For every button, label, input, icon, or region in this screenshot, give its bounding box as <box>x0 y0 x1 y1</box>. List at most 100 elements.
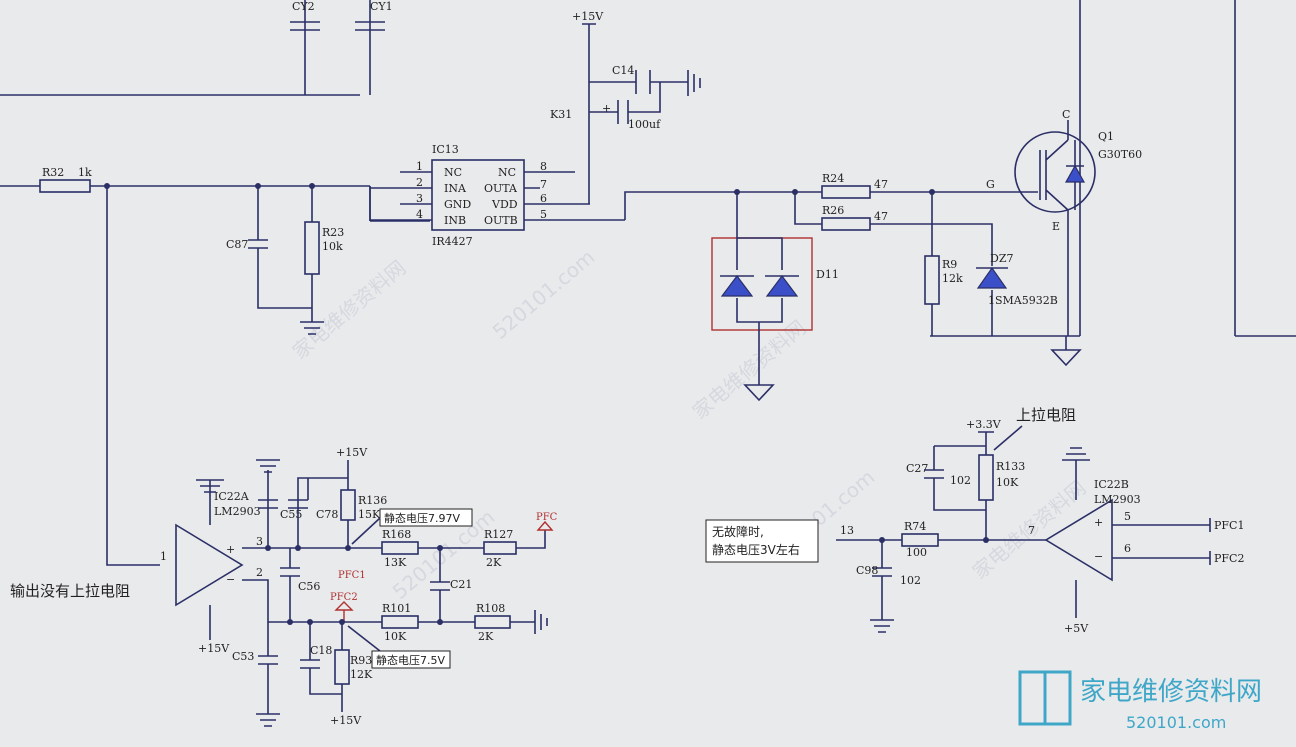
r23-resistor <box>304 221 320 275</box>
r9-resistor <box>924 255 940 305</box>
brand-logo: 家电维修资料网 520101.com <box>1018 670 1262 732</box>
r26-resistor <box>821 217 871 231</box>
lm2903b-label: LM2903 <box>1094 493 1141 506</box>
r168-label: R168 <box>382 528 411 541</box>
r24-resistor <box>821 185 871 199</box>
pin-num: 7 <box>1028 524 1035 537</box>
igbt-q1 <box>1014 131 1096 213</box>
r127-label: R127 <box>484 528 513 541</box>
annotation-7-5v: 静态电压7.5V <box>376 653 445 667</box>
dz7-label: DZ7 <box>990 252 1013 265</box>
pin-num: 8 <box>540 160 547 173</box>
lm2903a-label: LM2903 <box>214 505 261 518</box>
annotation-no-pullup: 输出没有上拉电阻 <box>10 582 130 600</box>
pfc2-label: PFC2 <box>330 592 358 603</box>
pin-num: 5 <box>1124 510 1131 523</box>
emitter-label: E <box>1052 220 1060 233</box>
r24-value: 47 <box>874 178 888 191</box>
pin-num: 7 <box>540 178 547 191</box>
r136-value: 15K <box>358 508 381 521</box>
v15-bot2-label: +15V <box>330 714 362 727</box>
plus-sign: + <box>1094 516 1103 529</box>
v15-top-label: +15V <box>572 10 604 23</box>
pin-num: 1 <box>160 550 167 563</box>
c87-label: C87 <box>226 238 248 251</box>
brand-url: 520101.com <box>1126 713 1226 732</box>
r26-value: 47 <box>874 210 888 223</box>
r26-label: R26 <box>822 204 844 217</box>
pfc1-label: PFC1 <box>338 570 366 581</box>
c98-value: 102 <box>900 574 921 587</box>
minus-sign: − <box>226 573 235 586</box>
d11-label: D11 <box>816 268 839 281</box>
r93-resistor <box>334 649 350 685</box>
ic13-label: IC13 <box>432 143 459 156</box>
minus-sign: − <box>1094 550 1103 563</box>
r108-label: R108 <box>476 602 505 615</box>
r74-value: 100 <box>906 546 927 559</box>
v33-label: +3.3V <box>966 418 1002 431</box>
annotation-pullup: 上拉电阻 <box>1016 406 1076 424</box>
ic22b-label: IC22B <box>1094 478 1129 491</box>
plus-sign: + <box>226 543 235 556</box>
pin-num: 6 <box>1124 542 1131 555</box>
c27-label: C27 <box>906 462 928 475</box>
r101-value: 10K <box>384 630 407 643</box>
brand-name: 家电维修资料网 <box>1080 677 1262 707</box>
ic22a-opamp <box>175 523 244 607</box>
r9-label: R9 <box>942 258 957 271</box>
c53-label: C53 <box>232 650 254 663</box>
r32-resistor <box>39 179 91 193</box>
diode-icon <box>720 275 754 297</box>
r32-label: R32 <box>42 166 64 179</box>
r93-label: R93 <box>350 654 372 667</box>
pin-outb: OUTB <box>484 214 518 227</box>
r133-label: R133 <box>996 460 1025 473</box>
c55-label: C55 <box>280 508 302 521</box>
cy1-label: CY1 <box>370 0 393 13</box>
r108-value: 2K <box>478 630 494 643</box>
annotation-box <box>371 650 451 669</box>
annotation-no-fault-1: 无故障时, <box>712 524 764 539</box>
pin-nc1: NC <box>444 166 462 179</box>
annotation-no-fault-2: 静态电压3V左右 <box>712 542 800 557</box>
pin-num: 3 <box>256 535 263 548</box>
c78-label: C78 <box>316 508 338 521</box>
cy2-label: CY2 <box>292 0 315 13</box>
pin-num: 3 <box>416 192 423 205</box>
annotation-box <box>705 519 819 563</box>
annotation-box <box>379 508 473 527</box>
c27-value: 102 <box>950 474 971 487</box>
r101-label: R101 <box>382 602 411 615</box>
watermark: 家电维修资料网 <box>688 315 811 423</box>
c56-label: C56 <box>298 580 320 593</box>
r127-resistor <box>483 541 517 555</box>
plus-sign: + <box>602 102 611 115</box>
r133-value: 10K <box>996 476 1019 489</box>
r32-value: 1k <box>78 166 92 179</box>
pin-num: 2 <box>416 176 423 189</box>
watermark: 家电维修资料网 <box>288 255 411 363</box>
dz7-value: 1SMA5932B <box>988 294 1058 307</box>
pin-num: 2 <box>256 566 263 579</box>
c21-label: C21 <box>450 578 472 591</box>
r168-resistor <box>381 541 419 555</box>
annotation-7-97v: 静态电压7.97V <box>384 511 460 525</box>
q1-label: Q1 <box>1098 130 1114 143</box>
pin-num: 5 <box>540 208 547 221</box>
r168-value: 13K <box>384 556 407 569</box>
top-wiring <box>0 0 1296 337</box>
r127-value: 2K <box>486 556 502 569</box>
r136-label: R136 <box>358 494 387 507</box>
r9-value: 12k <box>942 272 963 285</box>
zener-icon <box>976 266 1008 289</box>
r23-label: R23 <box>322 226 344 239</box>
pin-num: 6 <box>540 192 547 205</box>
pin-num: 4 <box>416 208 423 221</box>
ir4427-label: IR4427 <box>432 235 473 248</box>
watermark: 520101.com <box>488 245 600 344</box>
pin-inb: INB <box>444 214 466 227</box>
ic22a-label: IC22A <box>214 490 250 503</box>
gate-label: G <box>986 178 995 191</box>
